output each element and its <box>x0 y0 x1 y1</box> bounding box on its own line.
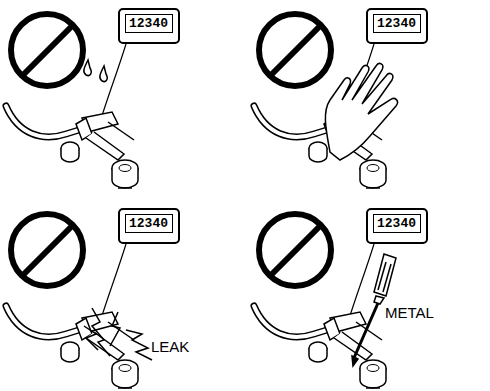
display-unit: 12340 <box>118 208 180 244</box>
display-digits: 12340 <box>373 14 421 33</box>
display-digits: 12340 <box>125 14 173 33</box>
display-digits: 12340 <box>373 214 421 233</box>
display-digits: 12340 <box>125 214 173 233</box>
warning-label: LEAK <box>150 338 190 355</box>
display-unit: 12340 <box>366 208 428 244</box>
display-unit: 12340 <box>118 8 180 44</box>
water-drops <box>84 60 107 82</box>
leak-spark <box>84 308 152 360</box>
display-unit: 12340 <box>366 8 428 44</box>
hand <box>325 63 397 160</box>
warning-label: METAL <box>384 304 435 321</box>
